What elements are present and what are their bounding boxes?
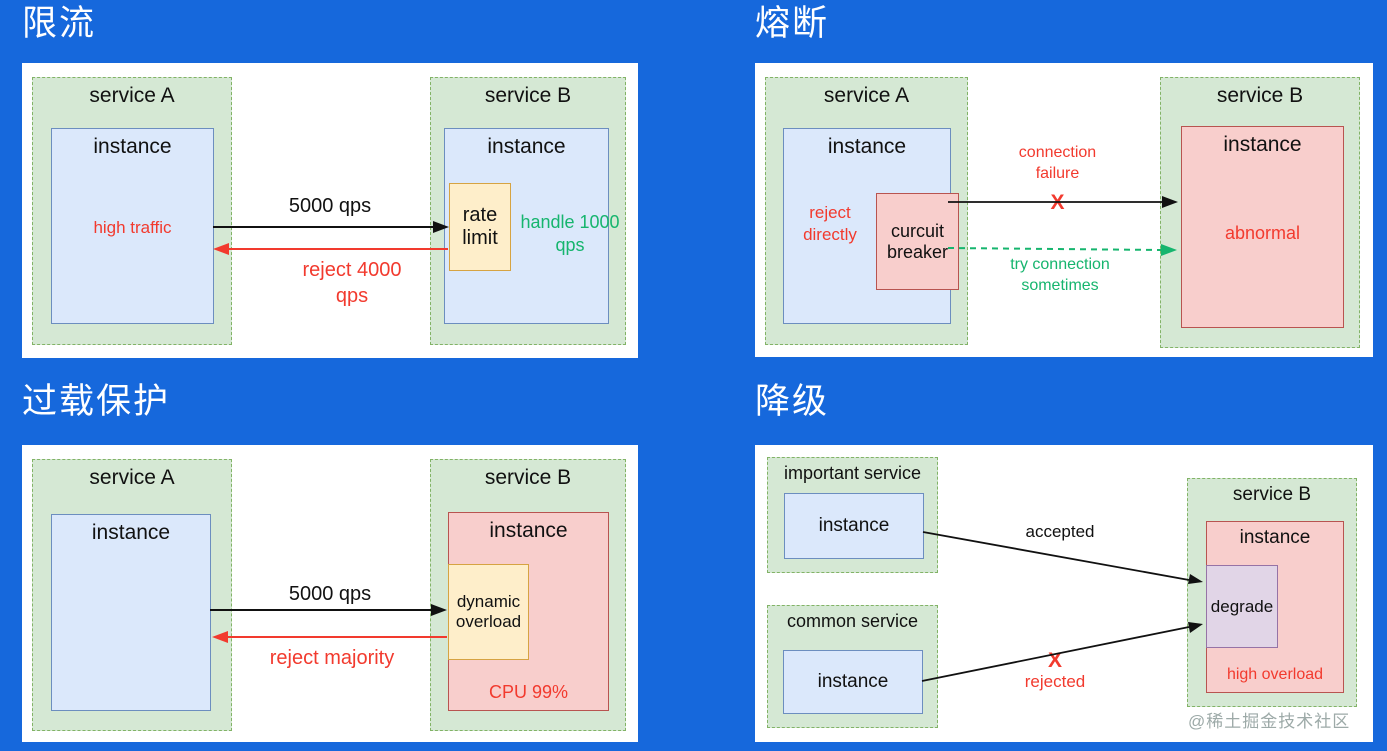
try-connection-label: try connection sometimes [1010,256,1110,294]
section-title-degradation: 降级 [755,382,830,421]
service-a-box: service A instance high traffic [32,77,232,345]
section-title-rate-limiting: 限流 [22,4,97,43]
common-service-box: common service instance [767,605,938,728]
instance-box: instance abnormal [1181,126,1344,328]
service-a-box: service A instance [32,459,232,731]
reject-qps-label: reject 4000 qps [302,259,402,307]
circuit-breaking-panel: service A instance reject directly curcu… [755,63,1373,357]
instance-box: instance [784,493,924,559]
rejected-label: rejected [1024,672,1086,691]
service-a-label: service A [89,84,175,107]
watermark: @稀土掘金技术社区 [1188,712,1351,731]
rate-limiting-panel: service A instance high traffic service … [22,63,638,358]
service-a-label: service A [823,84,910,107]
high-traffic-label: high traffic [93,218,172,237]
section-title-overload-protection: 过载保护 [22,382,171,421]
service-b-box: service B instance high overload degrade [1187,478,1357,707]
dynamic-overload-box: dynamic overload [448,564,529,660]
instance-label: instance [827,135,907,158]
instance-label: instance [91,521,171,544]
service-b-box: service B instance abnormal [1160,77,1360,348]
important-service-box: important service instance [767,457,938,573]
forward-qps-label: 5000 qps [288,195,372,217]
reject-majority-label: reject majority [269,647,395,669]
instance-box: instance [51,514,211,711]
service-b-label: service B [1216,84,1304,107]
instance-box: instance high traffic [51,128,214,324]
rate-limit-box: rate limit [449,183,511,271]
failure-x-mark: X [1050,191,1065,214]
instance-label: instance [1223,133,1302,156]
handle-qps-label: handle 1000 qps [520,212,620,256]
forward-qps-label: 5000 qps [288,583,372,605]
reject-directly-label: reject directly [803,203,857,245]
instance-label: instance [1239,527,1311,548]
instance-label: instance [487,135,566,158]
overload-protection-panel: service A instance service B instance CP… [22,445,638,742]
cpu-label: CPU 99% [488,682,569,702]
service-b-box: service B instance handle 1000 qps rate … [430,77,626,345]
accepted-label: accepted [1025,522,1095,541]
degrade-box: degrade [1206,565,1278,648]
service-b-box: service B instance CPU 99% dynamic overl… [430,459,626,731]
abnormal-label: abnormal [1224,223,1301,243]
service-a-box: service A instance reject directly curcu… [765,77,968,345]
section-title-circuit-breaking: 熔断 [755,4,830,43]
connection-failure-label: connection failure [1018,144,1097,182]
instance-box: instance [783,650,923,714]
instance-label: instance [93,135,172,158]
service-a-label: service A [89,466,175,489]
service-b-label: service B [484,84,572,107]
service-b-label: service B [484,466,572,489]
degradation-panel: important service instance common servic… [755,445,1373,742]
service-b-label: service B [1232,484,1312,505]
high-overload-label: high overload [1226,666,1324,683]
common-service-label: common service [786,611,919,631]
important-service-label: important service [783,463,922,483]
circuit-breaker-box: curcuit breaker [876,193,959,290]
instance-label: instance [489,519,568,542]
